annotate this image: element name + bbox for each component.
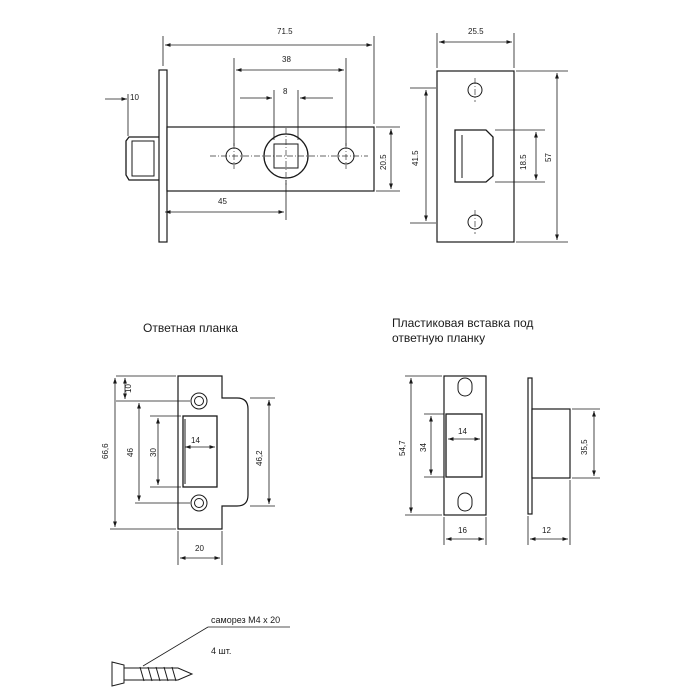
latch-side-view: 71.5 38 8 10 45 20.5 41.5 <box>105 27 436 243</box>
latch-body <box>166 126 375 192</box>
screw-quantity: 4 шт. <box>211 646 231 656</box>
insert-side-body <box>531 408 571 479</box>
dim-faceplate-width: 25.5 <box>468 27 484 36</box>
dim-spindle: 8 <box>283 87 288 96</box>
dim-hole-spacing: 38 <box>282 55 291 64</box>
insert-title-line2: ответную планку <box>392 331 485 345</box>
dim-insert-16: 16 <box>458 526 467 535</box>
insert-front-outline <box>443 375 487 516</box>
dim-plate-height: 41.5 <box>411 150 420 166</box>
insert-window <box>445 413 483 478</box>
dim-insert-14: 14 <box>458 427 467 436</box>
dim-insert-34: 34 <box>419 443 428 452</box>
dim-strike-66: 66,6 <box>101 443 110 459</box>
insert-slot-top <box>457 377 473 397</box>
insert-slot-bottom <box>457 492 473 512</box>
dim-total-length: 71.5 <box>277 27 293 36</box>
dim-insert-side-h: 35,5 <box>580 439 589 455</box>
strike-plate: Ответная планка 10 66,6 46 30 14 <box>101 321 275 565</box>
dim-bolt-window: 18.5 <box>519 154 528 170</box>
dim-backset: 45 <box>218 197 227 206</box>
dim-body-height: 20.5 <box>379 154 388 170</box>
strike-hole-bottom <box>190 494 208 512</box>
screw: саморез М4 х 20 4 шт. <box>111 615 290 687</box>
dim-bolt: 10 <box>130 93 139 102</box>
dim-strike-46-2: 46,2 <box>255 450 264 466</box>
dim-strike-30: 30 <box>149 448 158 457</box>
screw-label: саморез М4 х 20 <box>211 615 280 625</box>
faceplate-outline <box>436 70 515 243</box>
dim-strike-20: 20 <box>195 544 204 553</box>
strike-window <box>182 415 218 488</box>
dim-strike-10: 10 <box>124 384 133 393</box>
strike-hole-top <box>190 392 208 410</box>
plastic-insert: Пластиковая вставка под ответную планку … <box>392 316 600 545</box>
faceplate-bolt-window <box>454 129 494 183</box>
insert-title-line1: Пластиковая вставка под <box>392 316 533 330</box>
dim-strike-46: 46 <box>126 448 135 457</box>
strike-plate-title: Ответная планка <box>143 321 238 335</box>
dim-insert-side-w: 12 <box>542 526 551 535</box>
latch-bolt <box>125 136 159 181</box>
dim-insert-54: 54,7 <box>398 440 407 456</box>
dim-faceplate-height: 57 <box>544 153 553 162</box>
latch-faceplate <box>158 69 168 243</box>
strike-plate-outline <box>177 375 249 530</box>
faceplate-front-view: 25.5 18.5 57 <box>436 27 568 243</box>
screw-head <box>111 661 125 687</box>
dim-strike-14: 14 <box>191 436 200 445</box>
